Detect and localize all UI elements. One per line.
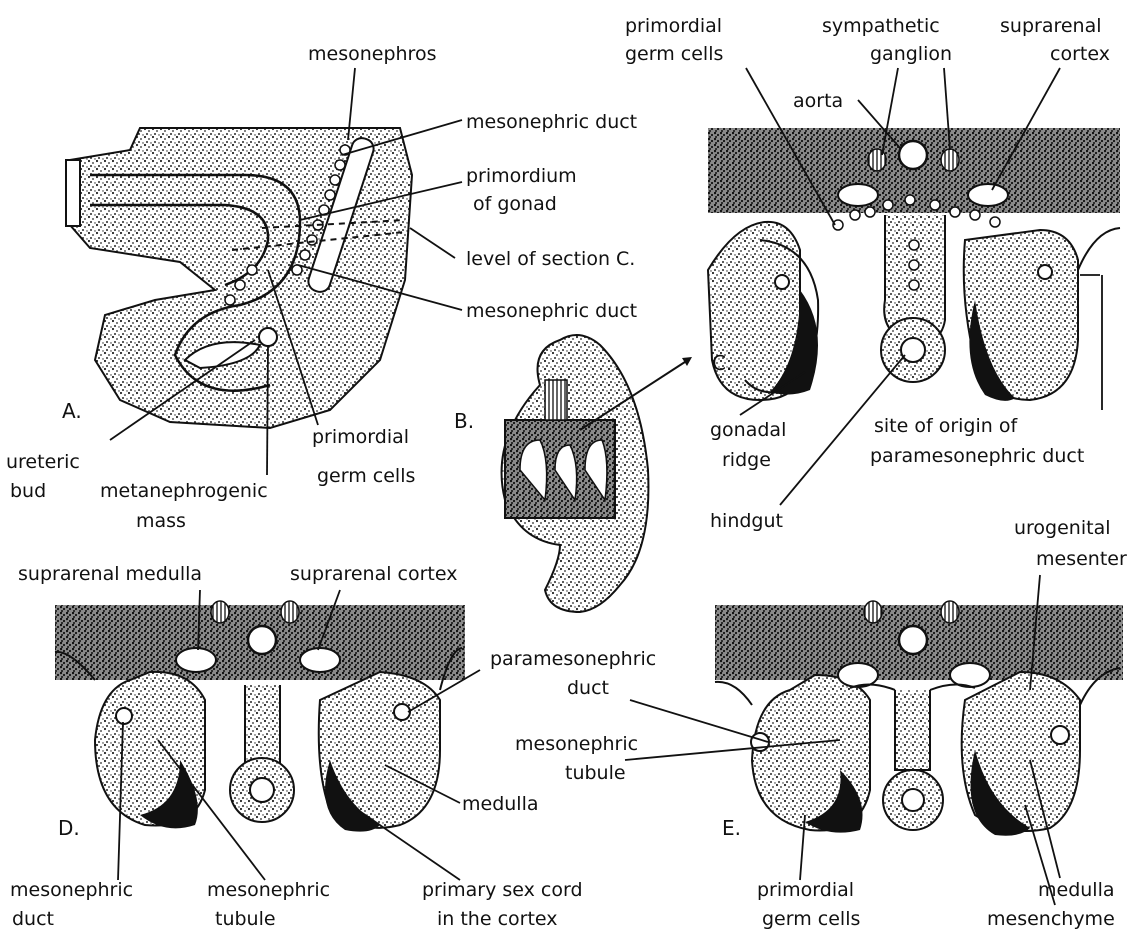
label-mesonephric-tubule-d-line2: tubule — [215, 908, 276, 930]
panel-e-aorta — [899, 626, 927, 654]
panel-e-hindgut-lumen — [902, 789, 924, 811]
panel-letter-a: A. — [62, 399, 82, 423]
panel-b-spinal-cord — [545, 380, 567, 420]
label-primordium-of-gonad-line1: primordium — [466, 165, 577, 187]
panel-d-paramesonephric-right — [394, 704, 410, 720]
panel-a-ureteric-bud — [259, 328, 277, 346]
panel-e-left-cavity — [715, 682, 752, 705]
label-primordial-germ-cells-e-line1: primordial — [757, 879, 854, 901]
label-medulla-d: medulla — [462, 793, 539, 815]
panel-letter-d: D. — [58, 816, 80, 840]
label-suprarenal-cortex-c-line2: cortex — [1050, 43, 1110, 65]
label-urogenital-mesentery-line2: mesentery — [1036, 548, 1127, 570]
label-suprarenal-cortex-c-line1: suprarenal — [1000, 15, 1102, 37]
panel-b-figure — [502, 335, 692, 612]
label-mesonephric-tubule-e-line2: tubule — [565, 762, 626, 784]
panel-e-paramesonephric-right — [1051, 726, 1069, 744]
panel-e-suprarenal-left — [838, 663, 878, 687]
label-urogenital-mesentery-line1: urogenital — [1014, 517, 1111, 539]
label-gonadal-ridge-line1: gonadal — [710, 419, 786, 441]
label-primordium-of-gonad-line2: of gonad — [473, 193, 557, 215]
panel-d-figure — [55, 601, 465, 832]
label-medulla-e: medulla — [1038, 879, 1115, 901]
label-mesonephric-duct-top: mesonephric duct — [466, 111, 637, 133]
label-primary-sex-cord-line1: primary sex cord — [422, 879, 583, 901]
label-primordial-germ-cells-a-line2: germ cells — [317, 465, 415, 487]
panel-c-right-cavity — [1078, 228, 1120, 270]
panel-c-paramesonephric-left — [775, 275, 789, 289]
label-site-of-origin-line2: paramesonephric duct — [870, 445, 1084, 467]
label-site-of-origin-line1: site of origin of — [874, 415, 1018, 437]
panel-d-aorta — [248, 626, 276, 654]
label-gonadal-ridge-line2: ridge — [722, 449, 771, 471]
panel-d-suprarenal-left — [176, 648, 216, 672]
label-paramesonephric-duct-line1: paramesonephric — [490, 648, 656, 670]
label-mesonephric-duct-mid: mesonephric duct — [466, 300, 637, 322]
label-metanephrogenic-mass-line2: mass — [136, 510, 186, 532]
panel-c-ganglion-right — [941, 149, 959, 171]
panel-e-ganglion-right — [941, 601, 959, 623]
label-metanephrogenic-mass-line1: metanephrogenic — [100, 480, 268, 502]
label-sympathetic-ganglion-line1: sympathetic — [822, 15, 940, 37]
panel-c-cortex-left — [838, 184, 878, 206]
panel-d-suprarenal-right — [300, 648, 340, 672]
panel-e-mesentery — [895, 690, 930, 770]
panel-c-figure — [708, 128, 1120, 401]
label-primordial-germ-cells-c-line1: primordial — [625, 15, 722, 37]
label-hindgut: hindgut — [710, 510, 783, 532]
panel-a-neural-tube — [66, 160, 80, 226]
label-primordial-germ-cells-c-line2: germ cells — [625, 43, 723, 65]
label-mesonephric-tubule-e-line1: mesonephric — [515, 733, 638, 755]
label-level-of-section-c: level of section C. — [466, 248, 635, 270]
label-primordial-germ-cells-a-line1: primordial — [312, 426, 409, 448]
panel-b-arrowhead — [682, 357, 692, 366]
label-suprarenal-medulla: suprarenal medulla — [18, 563, 202, 585]
label-mesonephric-duct-d-line1: mesonephric — [10, 879, 133, 901]
label-mesenchyme: mesenchyme — [987, 908, 1115, 930]
panel-c-paramesonephric-right — [1038, 265, 1052, 279]
panel-e-ganglion-left — [864, 601, 882, 623]
panel-c-cortex-right — [968, 184, 1008, 206]
panel-letter-b: B. — [454, 409, 474, 433]
label-suprarenal-cortex-d: suprarenal cortex — [290, 563, 457, 585]
label-primary-sex-cord-line2: in the cortex — [437, 908, 558, 930]
panel-c-aorta — [899, 141, 927, 169]
label-ureteric-bud-line1: ureteric — [6, 451, 80, 473]
label-mesonephric-tubule-d-line1: mesonephric — [207, 879, 330, 901]
panel-d-paramesonephric-left — [116, 708, 132, 724]
label-mesonephric-duct-d-line2: duct — [12, 908, 54, 930]
label-aorta: aorta — [793, 90, 843, 112]
panel-e-suprarenal-right — [950, 663, 990, 687]
label-mesonephros: mesonephros — [308, 43, 436, 65]
panel-letter-e: E. — [722, 816, 741, 840]
panel-d-hindgut-lumen — [250, 778, 274, 802]
panel-a-figure — [66, 128, 412, 428]
label-paramesonephric-duct-line2: duct — [567, 677, 609, 699]
panel-letter-c: C. — [712, 351, 732, 375]
panel-e-figure — [715, 601, 1123, 836]
panel-d-ganglion-left — [211, 601, 229, 623]
label-sympathetic-ganglion-line2: ganglion — [870, 43, 952, 65]
panel-d-ganglion-right — [281, 601, 299, 623]
label-primordial-germ-cells-e-line2: germ cells — [762, 908, 860, 930]
label-ureteric-bud-line2: bud — [10, 480, 46, 502]
panel-c-hindgut-lumen — [901, 338, 925, 362]
